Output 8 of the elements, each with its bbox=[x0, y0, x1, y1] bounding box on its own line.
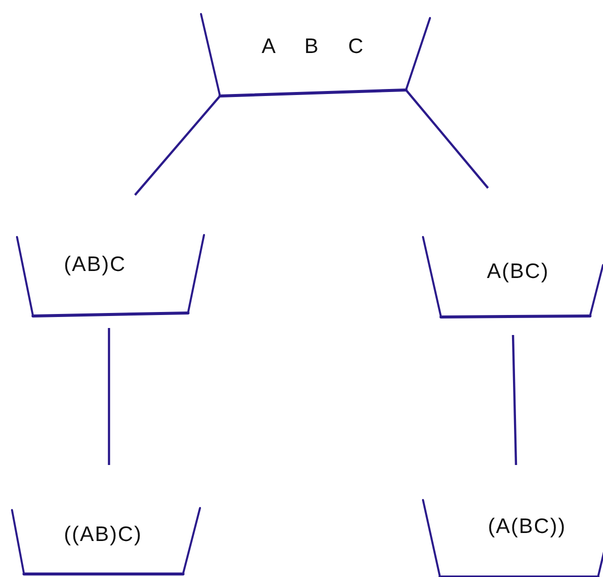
connector-line bbox=[108, 328, 110, 465]
node-label: (AB)C bbox=[64, 253, 126, 277]
node-label: (A(BC)) bbox=[488, 515, 566, 539]
node-label: ((AB)C) bbox=[64, 523, 142, 547]
connector-line bbox=[512, 334, 518, 466]
connector-line bbox=[405, 89, 489, 189]
connector-line bbox=[134, 95, 221, 196]
node-label: A(BC) bbox=[486, 260, 550, 284]
